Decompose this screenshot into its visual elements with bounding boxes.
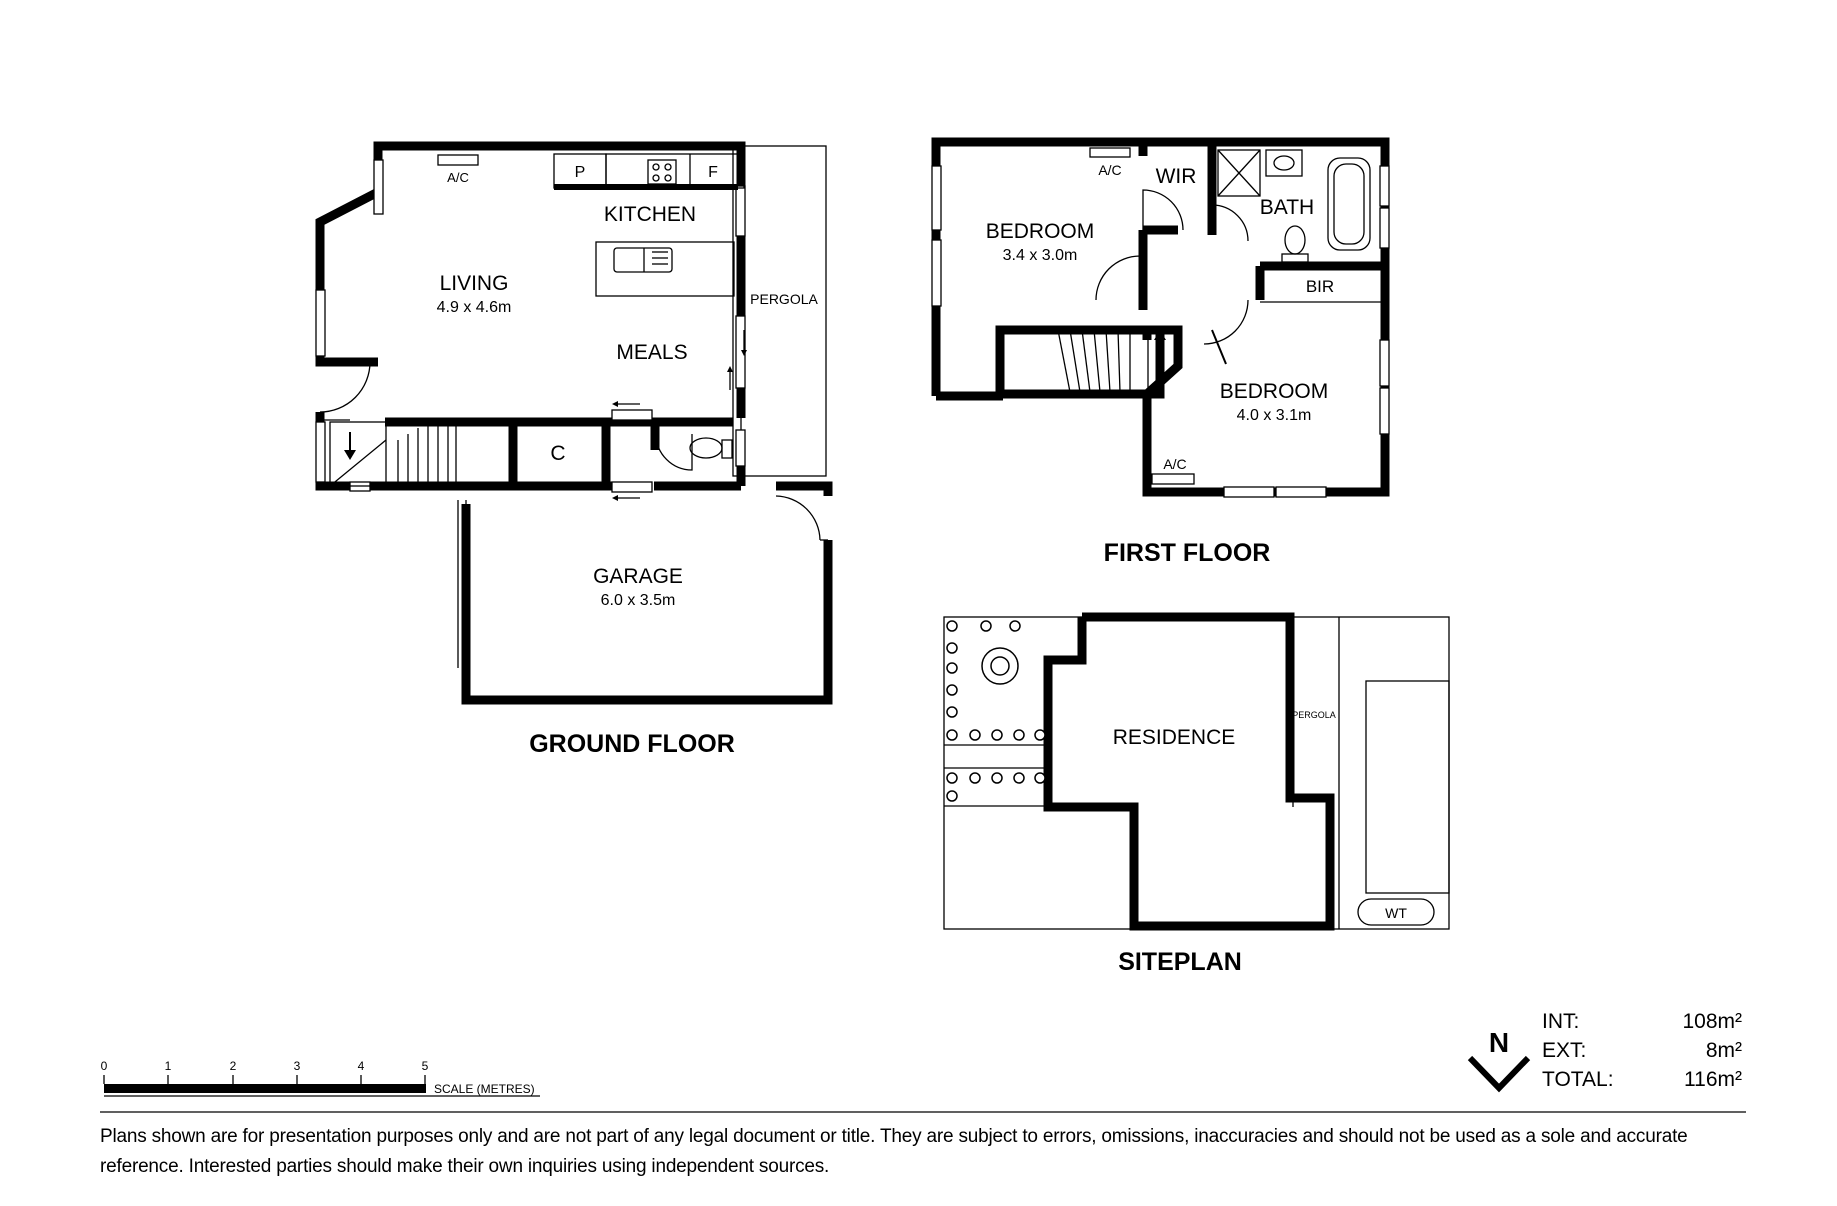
area-int-value: 108m²: [1682, 1010, 1742, 1033]
area-int-label: INT:: [1542, 1010, 1580, 1033]
residence-label: RESIDENCE: [1113, 726, 1236, 749]
north-label: N: [1489, 1027, 1509, 1058]
first-floor-plan: A/C WIR BATH BIR BEDROOM 3.4 x 3.0m BEDR…: [931, 137, 1390, 567]
pergola-label: PERGOLA: [750, 291, 818, 307]
scale-tick-5: 5: [422, 1059, 429, 1073]
bedroom1-label: BEDROOM: [986, 220, 1095, 243]
kitchen-label: KITCHEN: [604, 203, 696, 226]
kitchen-island: [595, 241, 735, 297]
siteplan-title: SITEPLAN: [1118, 948, 1242, 976]
scale-bar: 0 1 2 3 4 5 SCALE (METRES): [101, 1059, 540, 1097]
bedroom2-size: 4.0 x 3.1m: [1237, 407, 1312, 424]
wir-label: WIR: [1156, 165, 1197, 188]
area-ext-value: 8m²: [1705, 1039, 1742, 1062]
entry-door-swing: [319, 361, 371, 413]
ground-floor-plan: A/C P F KITCHEN LIVING 4.9 x 4.6m PERGOL…: [315, 141, 833, 758]
area-summary: INT: 108m² EXT: 8m² TOTAL: 116m²: [1542, 1010, 1742, 1097]
scale-tick-4: 4: [358, 1059, 365, 1073]
first-floor-title: FIRST FLOOR: [1104, 539, 1271, 567]
area-ext-label: EXT:: [1542, 1039, 1587, 1062]
bedroom2-label: BEDROOM: [1220, 380, 1329, 403]
area-total-label: TOTAL:: [1542, 1068, 1614, 1091]
first-ac-label-2: A/C: [1163, 456, 1186, 472]
first-ac-label-1: A/C: [1098, 162, 1121, 178]
ground-stairs: [329, 421, 457, 487]
meals-label: MEALS: [616, 341, 687, 364]
bath-label: BATH: [1260, 196, 1314, 219]
bathtub-icon: [1327, 157, 1371, 251]
area-total-value: 116m²: [1684, 1068, 1742, 1091]
ground-wall-west: [315, 188, 381, 367]
ground-ac-label: A/C: [447, 170, 469, 185]
first-floor-stairs: [999, 329, 1166, 393]
area-ext-row: EXT: 8m²: [1542, 1039, 1742, 1068]
toilet-icon: [689, 437, 723, 459]
living-label: LIVING: [440, 272, 509, 295]
residence-footprint: [1043, 612, 1335, 931]
living-size: 4.9 x 4.6m: [437, 299, 512, 316]
scale-tick-2: 2: [230, 1059, 237, 1073]
fridge-label: F: [708, 164, 718, 181]
scale-label: SCALE (METRES): [434, 1082, 535, 1096]
scale-tick-0: 0: [101, 1059, 108, 1073]
bir-label: BIR: [1306, 277, 1334, 296]
area-total-row: TOTAL: 116m²: [1542, 1068, 1742, 1097]
scale-tick-1: 1: [165, 1059, 172, 1073]
wt-label: WT: [1385, 905, 1407, 921]
garage-size: 6.0 x 3.5m: [601, 592, 676, 609]
scale-tick-3: 3: [294, 1059, 301, 1073]
bedroom1-size: 3.4 x 3.0m: [1003, 247, 1078, 264]
pantry-label: P: [575, 164, 586, 181]
area-int-row: INT: 108m²: [1542, 1010, 1742, 1039]
site-pergola-label: PERGOLA: [1292, 710, 1336, 720]
site-trees: [946, 620, 1046, 802]
garage-label: GARAGE: [593, 565, 683, 588]
ground-floor-title: GROUND FLOOR: [529, 730, 735, 758]
disclaimer-text: Plans shown are for presentation purpose…: [100, 1126, 1688, 1177]
cupboard-label: C: [550, 442, 565, 465]
siteplan: RESIDENCE PERGOLA WT SITEPLAN: [943, 612, 1450, 976]
pergola-outline: [732, 145, 827, 477]
north-arrow-icon: N: [1467, 1027, 1531, 1093]
